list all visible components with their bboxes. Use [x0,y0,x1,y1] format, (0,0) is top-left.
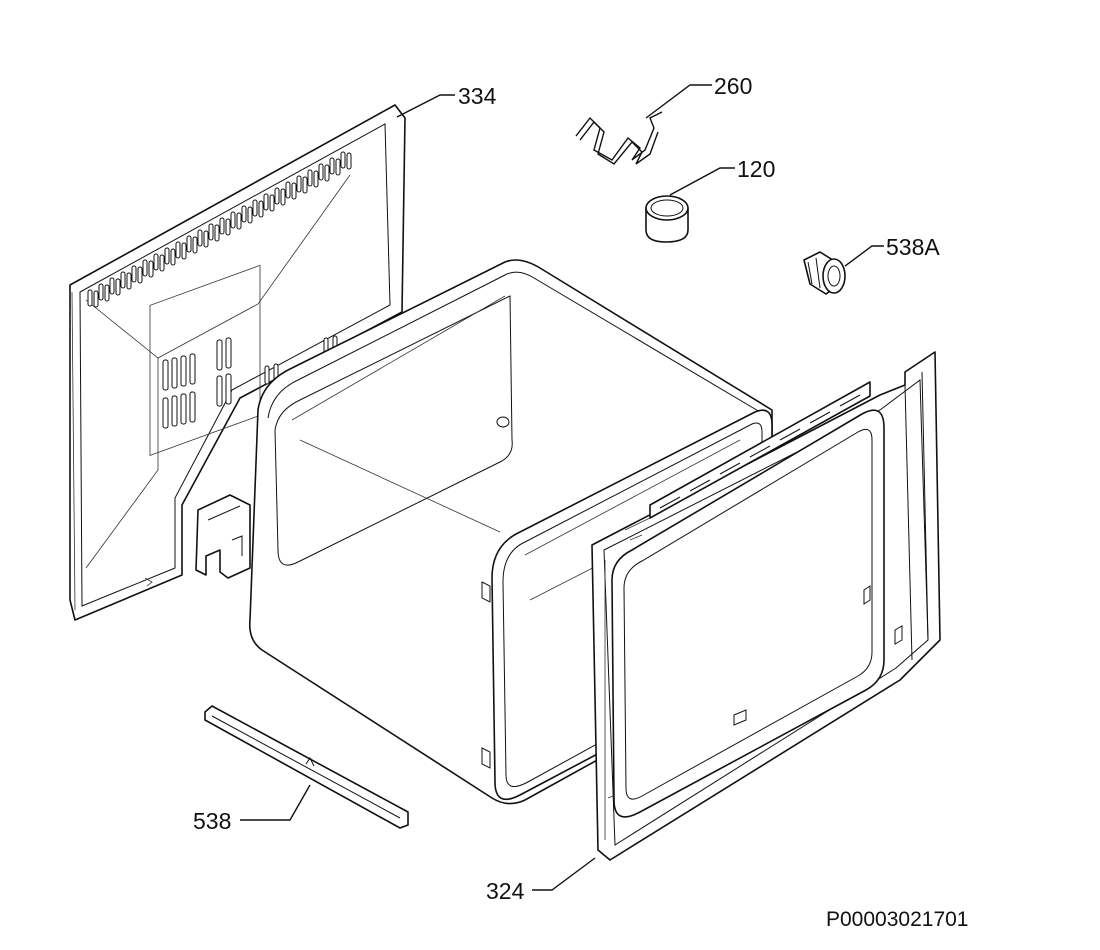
vent-slot [87,289,93,307]
vent-slot [313,170,319,188]
vent-slot [324,164,330,182]
vent-slot [329,157,335,175]
vent-slot [175,241,181,259]
vent-slot [181,242,187,260]
vent-slot [164,247,170,265]
back-panel-334 [69,104,406,621]
vent-slot [203,230,209,248]
label-part-334: 334 [458,83,497,109]
vent-slot [93,290,99,308]
vent-slot [142,259,148,277]
vent-slot [241,205,247,223]
vent-slot [131,265,137,283]
vent-slot [148,260,154,278]
vent-slot [307,169,313,187]
hinge-bracket [195,494,251,579]
vent-slot [302,176,308,194]
vent-slot [346,152,352,170]
vent-slot [214,224,220,242]
vent-slot [225,218,231,236]
bushing-538A [803,251,846,295]
label-part-538: 538 [193,808,231,834]
front-frame-324 [591,351,941,861]
vent-slot [236,212,242,230]
vent-slot [137,266,143,284]
label-part-538A: 538A [886,234,940,260]
wire-clip-260 [575,111,663,165]
cap-120 [645,195,689,243]
vent-slot [115,278,121,296]
vent-slot [208,223,214,241]
vent-slot [269,194,275,212]
vent-slot [335,158,341,176]
label-part-324: 324 [486,878,525,904]
vent-slot [197,229,203,247]
vent-slot [109,277,115,295]
document-id: P00003021701 [826,908,968,931]
vent-slot [318,163,324,181]
vent-slot [263,193,269,211]
label-part-120: 120 [737,156,775,182]
vent-slot [120,271,126,289]
vent-slot [192,236,198,254]
vent-slot [291,182,297,200]
label-part-260: 260 [714,73,752,99]
vent-slot [340,151,346,169]
vent-slot [186,235,192,253]
vent-slot [296,175,302,193]
vent-slot [280,188,286,206]
rail-strip-538 [204,705,409,829]
vent-slot [247,206,253,224]
vent-slot [219,217,225,235]
vent-slot [159,254,165,272]
vent-slot [104,284,110,302]
ventilation-slots [87,151,352,308]
vent-slot [153,253,159,271]
vent-slot [98,283,104,301]
vent-slot [252,199,258,217]
vent-slot [170,248,176,266]
vent-slot [274,187,280,205]
leader-lines [240,84,884,891]
vent-slot [230,211,236,229]
vent-slot [285,181,291,199]
vent-slot [126,272,132,290]
vent-slot [258,200,264,218]
